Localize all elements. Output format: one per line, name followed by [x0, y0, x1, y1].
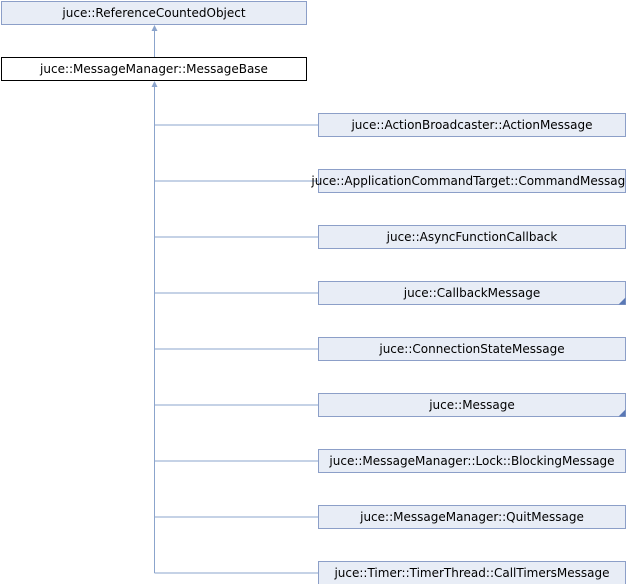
- class-node-child-label: juce::Timer::TimerThread::CallTimersMess…: [333, 566, 609, 580]
- class-node-child[interactable]: juce::ApplicationCommandTarget::CommandM…: [310, 169, 626, 193]
- class-node-child[interactable]: juce::MessageManager::Lock::BlockingMess…: [318, 449, 626, 473]
- class-node-child[interactable]: juce::Message: [318, 393, 626, 417]
- class-node-child-label: juce::MessageManager::Lock::BlockingMess…: [328, 454, 614, 468]
- class-node-child[interactable]: juce::ActionBroadcaster::ActionMessage: [318, 113, 626, 137]
- truncated-marker-icon: [618, 297, 626, 305]
- class-node-child[interactable]: juce::ConnectionStateMessage: [318, 337, 626, 361]
- class-node-child-label: juce::MessageManager::QuitMessage: [359, 510, 584, 524]
- class-node-child-label: juce::ApplicationCommandTarget::CommandM…: [310, 174, 626, 188]
- class-node-child-label: juce::CallbackMessage: [403, 286, 541, 300]
- truncated-marker-icon: [618, 409, 626, 417]
- edge-arrow-current-icon: [151, 81, 158, 87]
- edge-arrow-ancestor-icon: [151, 25, 158, 31]
- class-node-child[interactable]: juce::CallbackMessage: [318, 281, 626, 305]
- class-node-current[interactable]: juce::MessageManager::MessageBase: [1, 57, 307, 81]
- class-node-current-box: [1, 57, 307, 81]
- class-node-ancestor-box: [1, 1, 307, 25]
- class-node-child-label: juce::ConnectionStateMessage: [378, 342, 564, 356]
- class-node-child-label: juce::AsyncFunctionCallback: [386, 230, 558, 244]
- class-node-child[interactable]: juce::Timer::TimerThread::CallTimersMess…: [318, 561, 626, 584]
- class-node-ancestor-label: juce::ReferenceCountedObject: [61, 6, 245, 20]
- class-node-child[interactable]: juce::AsyncFunctionCallback: [318, 225, 626, 249]
- class-node-child[interactable]: juce::MessageManager::QuitMessage: [318, 505, 626, 529]
- class-node-current-label: juce::MessageManager::MessageBase: [39, 62, 268, 76]
- class-node-child-label: juce::ActionBroadcaster::ActionMessage: [350, 118, 592, 132]
- class-node-child-label: juce::Message: [428, 398, 515, 412]
- class-node-ancestor[interactable]: juce::ReferenceCountedObject: [1, 1, 307, 25]
